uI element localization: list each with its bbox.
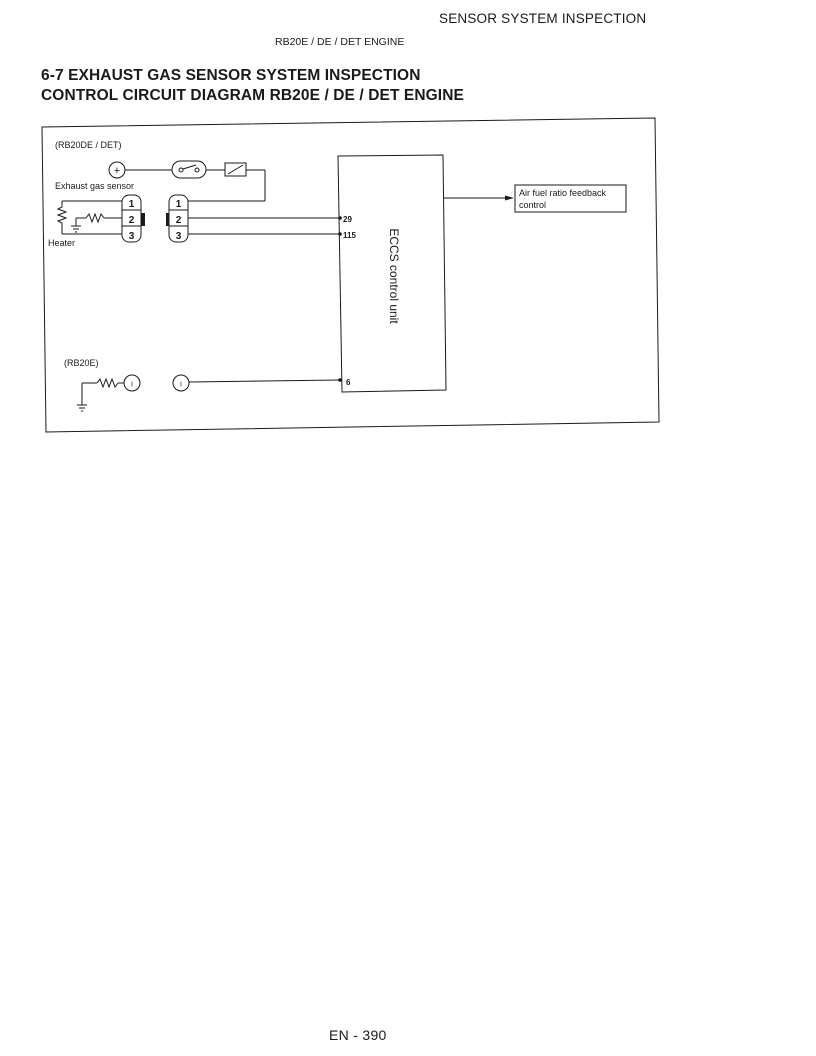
terminal-6-label: 6 [346,378,351,387]
harness-pin-3: 3 [176,231,182,242]
variant-label-top: (RB20DE / DET) [55,140,122,150]
heater-label: Heater [48,238,75,248]
exhaust-gas-sensor-label: Exhaust gas sensor [55,181,134,191]
terminal-29-label: 29 [343,215,352,224]
heater-element-icon [56,201,68,234]
battery-plus-symbol: + [114,165,120,177]
diagram-frame [41,117,660,433]
harness-pin-2: 2 [176,215,182,226]
engine-subheader: RB20E / DE / DET ENGINE [275,36,405,48]
terminal-115-label: 115 [343,231,356,240]
page-number: EN - 390 [329,1027,387,1043]
sensor-pin-2: 2 [129,215,135,226]
ignition-switch-icon [171,160,207,179]
output-arrow-icon [505,195,514,201]
eccs-control-unit-box [337,154,447,393]
variant-label-bottom: (RB20E) [64,358,99,368]
page-title: 6-7 EXHAUST GAS SENSOR SYSTEM INSPECTION [41,67,421,84]
rb20e-sensor-terminal-icon [123,374,141,392]
sensor-pin-1: 1 [129,199,135,210]
svg-text:I: I [131,382,133,389]
rb20e-harness-terminal-icon [172,374,190,392]
harness-pin-1: 1 [176,199,182,210]
page-subtitle: CONTROL CIRCUIT DIAGRAM RB20E / DE / DET… [41,87,464,104]
sensor-resistor-icon [85,212,105,224]
output-label-line2: control [519,200,546,210]
eccs-control-unit-label: ECCS control unit [387,228,401,324]
output-box [514,184,627,213]
svg-text:I: I [180,382,182,389]
output-label-line1: Air fuel ratio feedback [519,188,607,198]
sensor-pin-3: 3 [129,231,135,242]
rb20e-sensor-resistor-icon [96,377,119,389]
section-header: SENSOR SYSTEM INSPECTION [439,11,647,26]
wire-terminal-6 [188,379,341,383]
